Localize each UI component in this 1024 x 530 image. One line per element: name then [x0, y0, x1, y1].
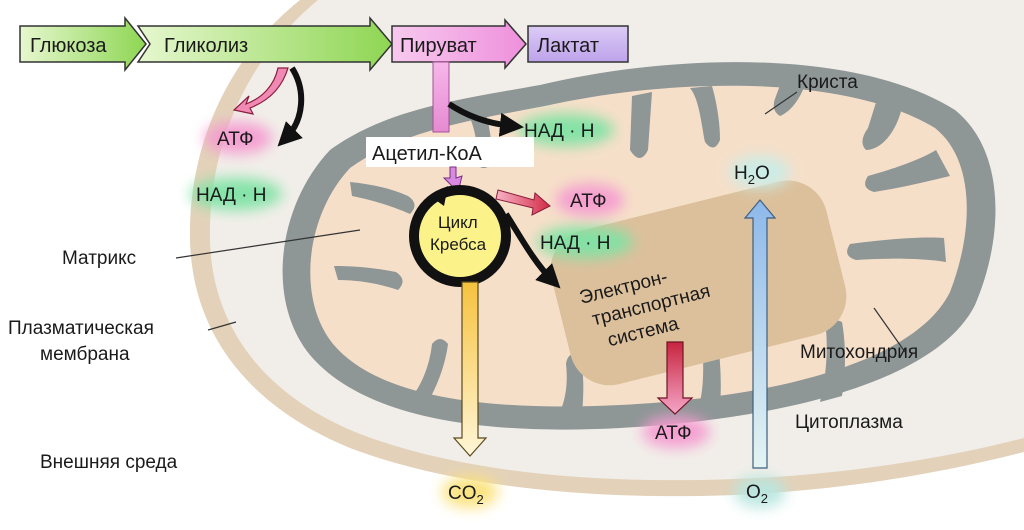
plasma-membrane-label-1: Плазматическая — [8, 318, 154, 339]
mitochondrion-leader — [873, 307, 906, 353]
nadh-glow — [190, 178, 282, 210]
glucose-arrow — [19, 15, 147, 73]
nadh-pyruvate: НАД · Н — [524, 121, 595, 142]
ets-atp-arrow — [656, 341, 694, 415]
glycolysis-label: Гликолиз — [164, 35, 248, 57]
cristae — [334, 80, 950, 414]
acetyl-coa-label: Ацетил-КоА — [372, 143, 482, 165]
pyruvate-nadh-arrow — [447, 101, 524, 137]
cytoplasm-label: Цитоплазма — [795, 412, 903, 433]
krebs-cycle — [409, 185, 511, 287]
krebs-line2: Кребса — [430, 235, 487, 254]
co2-glow — [442, 476, 498, 508]
crista-label: Криста — [797, 72, 858, 93]
co2-arrow — [452, 281, 488, 457]
plasma-membrane-label-2: мембрана — [40, 344, 130, 365]
nadh-krebs: НАД · Н — [540, 233, 611, 254]
h2o-label: H2O — [734, 163, 770, 187]
external-environment-label: Внешняя среда — [40, 452, 178, 473]
crista-leader — [764, 91, 798, 115]
lactate-box — [527, 25, 629, 63]
o2-glow — [734, 476, 786, 508]
atp-krebs: АТФ — [570, 191, 607, 212]
h2o-glow — [730, 156, 790, 188]
glycolysis-arrow — [136, 15, 393, 73]
krebs-cycle-arrowhead — [430, 186, 448, 206]
krebs-atp-arrow — [495, 189, 551, 216]
krebs-ets-arrow — [503, 212, 561, 289]
glycolysis-nadh-arrow — [277, 66, 305, 147]
atp-glycolysis: АТФ — [217, 129, 254, 150]
atp-glow — [204, 122, 272, 154]
lactate-label: Лактат — [537, 35, 599, 57]
glycolysis-atp-arrow — [232, 67, 289, 115]
co2-label: CO2 — [448, 483, 484, 507]
nadh-glow — [537, 226, 633, 258]
krebs-line1: Цикл — [438, 213, 478, 232]
atp-glow — [642, 416, 710, 448]
nadh-glow — [518, 114, 614, 146]
pyruvate-arrow — [391, 18, 527, 70]
atp-ets: АТФ — [655, 423, 692, 444]
o2-h2o-arrow — [743, 199, 777, 469]
mitochondrion-label: Митохондрия — [800, 342, 918, 363]
pyruvate-down-arrow — [432, 61, 450, 133]
matrix-leader — [175, 229, 361, 259]
electron-transport-system-box — [550, 180, 847, 386]
matrix-label: Матрикс — [62, 248, 136, 269]
nadh-glycolysis: НАД · Н — [196, 185, 267, 206]
glucose-label: Глюкоза — [30, 35, 107, 57]
atp-glow — [556, 184, 624, 216]
o2-label: O2 — [746, 482, 768, 506]
acetyl-coa-backing — [366, 137, 534, 167]
pyruvate-label: Пируват — [400, 35, 477, 57]
plasma-membrane-leader — [207, 321, 237, 331]
